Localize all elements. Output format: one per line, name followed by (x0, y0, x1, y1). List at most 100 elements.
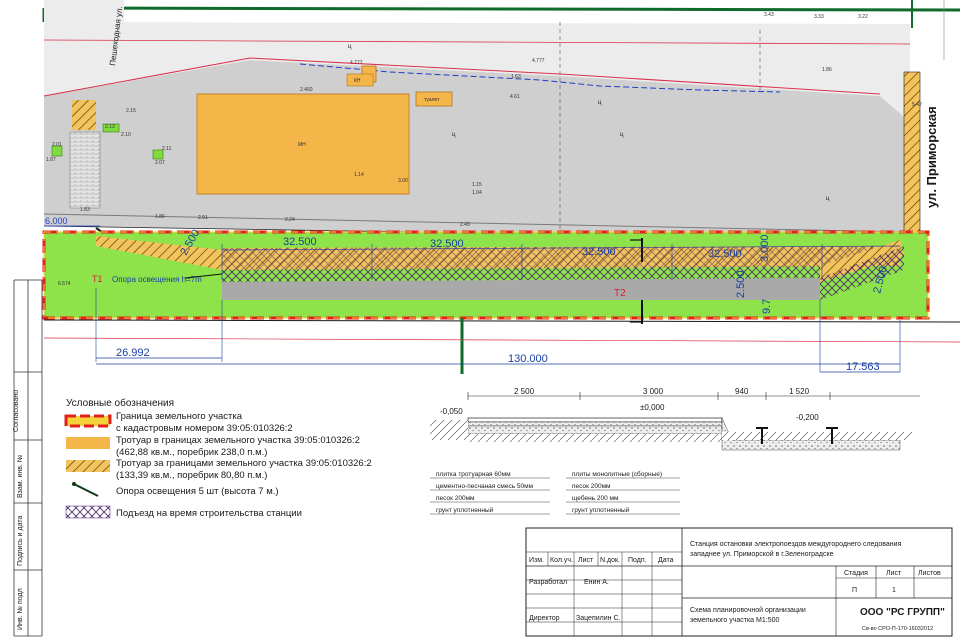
dim-seg-3: 32.500 (582, 246, 616, 258)
layer-right-2: песок 200мм (572, 483, 611, 490)
legend-walkway-in-2: (462,88 кв.м., поребрик 238,0 п.м.) (116, 447, 267, 458)
section-level-3: -0,200 (796, 413, 819, 422)
section-dim-1: 2 500 (514, 387, 535, 396)
layer-left-2: цементно-песчаная смесь 50мм (436, 483, 534, 490)
green-plot-3 (152, 149, 164, 160)
kiosk-1-label: КН (354, 78, 361, 84)
legend-walkway-out-1: Тротуар за границами земельного участка … (116, 458, 372, 469)
tb-sheet-header: Лист (886, 570, 902, 577)
spot-f: 2.01 (52, 142, 62, 148)
zone-letter-1: ц (348, 44, 352, 50)
tb-stage-header: Стадия (844, 570, 868, 577)
tb-header-3: Лист (578, 557, 594, 564)
legend: Условные обозначения Граница земельного … (64, 397, 372, 519)
legend-access: Подъезд на время строительства станции (116, 508, 302, 519)
legend-boundary-2: с кадастровым номером 39:05:010326:2 (116, 423, 293, 434)
tb-drawing-title-2: земельного участка М1:500 (690, 617, 779, 624)
stamp-replace-inv: Взам. инв. № (17, 455, 24, 498)
tb-director-role: Директор (529, 615, 560, 622)
dim-total: 130.000 (508, 353, 548, 365)
layer-right-4: грунт уплотненный (572, 506, 630, 514)
tb-sheet: 1 (892, 587, 896, 594)
left-label: Т1 (92, 274, 103, 284)
spot-o: 2.460 (300, 87, 313, 93)
side-stamp-column: Согласовано Взам. инв. № Подпись и дата … (13, 279, 43, 637)
spot-s: 4.61 (510, 94, 520, 100)
green-plot-1 (102, 123, 120, 133)
spot-x: 3.22 (858, 14, 868, 20)
spot-z: 1.87 (46, 157, 56, 163)
legend-swatch-walkway-out (66, 460, 110, 472)
stamp-approved: Согласовано (13, 390, 20, 432)
elevation-left-2: 6.574 (58, 281, 71, 287)
dim-seg-4: 32.500 (708, 248, 742, 260)
spot-l: 1.04 (472, 190, 482, 196)
spot-v: 3.43 (764, 12, 774, 18)
zone-letter-3: ц (620, 132, 624, 138)
top-green-boundary (43, 6, 960, 12)
stamp-signature-date: Подпись и дата (17, 516, 24, 566)
parcel: Т2 Т1 6.574 Опора освещения h=7m 32.500 … (42, 228, 960, 324)
dim-width-3000: 3.000 (759, 234, 771, 262)
layer-left-1: плитка тротуарная 60мм (436, 471, 511, 478)
spot-d: 2.11 (162, 146, 172, 152)
legend-walkway-in-1: Тротуар в границах земельного участка 39… (116, 435, 360, 446)
tb-developer-role: Разработал (529, 578, 567, 586)
lamp-label: Опора освещения h=7m (112, 275, 202, 284)
tb-developer-name: Енин А. (584, 579, 609, 586)
legend-swatch-boundary (66, 416, 110, 426)
dim-width-2500: 2.500 (735, 270, 747, 298)
cross-section: 2 500 3 000 940 1 520 -0,050 ±0,000 -0,2… (430, 387, 920, 515)
elevation-left: 6.000 (45, 216, 68, 226)
plan-upper: МН КН туалет Пешеходная ул. ул. Приморск… (42, 0, 960, 241)
kiosk-2-label: туалет (424, 97, 440, 103)
tb-project-title-1: Станция остановки электропоездов междуго… (690, 541, 902, 548)
stamp-inv-original: Инв. № подл (17, 588, 24, 630)
overall-dimensions: 26.992 130.000 17.563 (43, 288, 960, 374)
spot-h: 2.91 (198, 215, 208, 221)
zone-letter-4: ц (826, 196, 830, 202)
lamp-posts (184, 238, 643, 324)
section-dim-4: 1 520 (789, 387, 810, 396)
tb-director-name: Зацепилин С. (576, 615, 621, 622)
spot-i: 2.24 (285, 217, 295, 223)
platform-grey (222, 278, 820, 300)
section-dim-2: 3 000 (643, 387, 664, 396)
tb-header-5: Подп. (628, 557, 647, 564)
tb-sheets-header: Листов (918, 570, 941, 577)
kiosk-2 (415, 91, 453, 107)
street-name: ул. Приморская (924, 106, 939, 208)
tb-header-2: Кол.уч. (550, 557, 573, 564)
left-walkway-hatched (72, 100, 96, 130)
tb-header-1: Изм. (529, 557, 544, 564)
tb-stage: П (852, 587, 857, 594)
right-walkway-hatched (903, 71, 921, 241)
legend-swatch-access (66, 506, 110, 518)
dim-width-9-8: 9.7 (761, 299, 773, 314)
dim-left-offset: 26.992 (116, 347, 150, 359)
spot-k: 1.15 (472, 182, 482, 188)
tb-drawing-title-1: Схема планировочной организации (690, 606, 806, 614)
legend-swatch-walkway-in (66, 437, 110, 449)
tb-company-note: Св-во СРО-П-170-16032012 (862, 626, 933, 632)
platform-label: Т2 (614, 288, 626, 299)
legend-boundary-1: Граница земельного участка (116, 411, 243, 422)
spot-e: 2.07 (155, 160, 165, 166)
spot-b: 2.13 (105, 124, 115, 130)
spot-y: 1.83 (80, 207, 90, 213)
spot-t: 1.86 (822, 67, 832, 73)
legend-swatch-lamp (73, 483, 99, 497)
tb-header-4: N.док. (600, 557, 620, 564)
spot-g: 1.86 (155, 214, 165, 220)
zone-letter-2: ц (452, 132, 456, 138)
legend-lamp: Опора освещения 5 шт (высота 7 м.) (116, 486, 279, 497)
dim-right-offset: 17.563 (846, 361, 880, 373)
legend-walkway-out-2: (133,39 кв.м., поребрик 80,80 п.м.) (116, 470, 267, 481)
zone-letter-5: ц (598, 100, 602, 106)
layer-left-4: грунт уплотненный (436, 506, 494, 514)
tb-header-6: Дата (658, 557, 674, 564)
spot-w: 3.33 (814, 14, 824, 20)
spot-p: 4.777 (350, 60, 363, 66)
section-level-2: ±0,000 (640, 403, 665, 412)
section-level-1: -0,050 (440, 407, 463, 416)
